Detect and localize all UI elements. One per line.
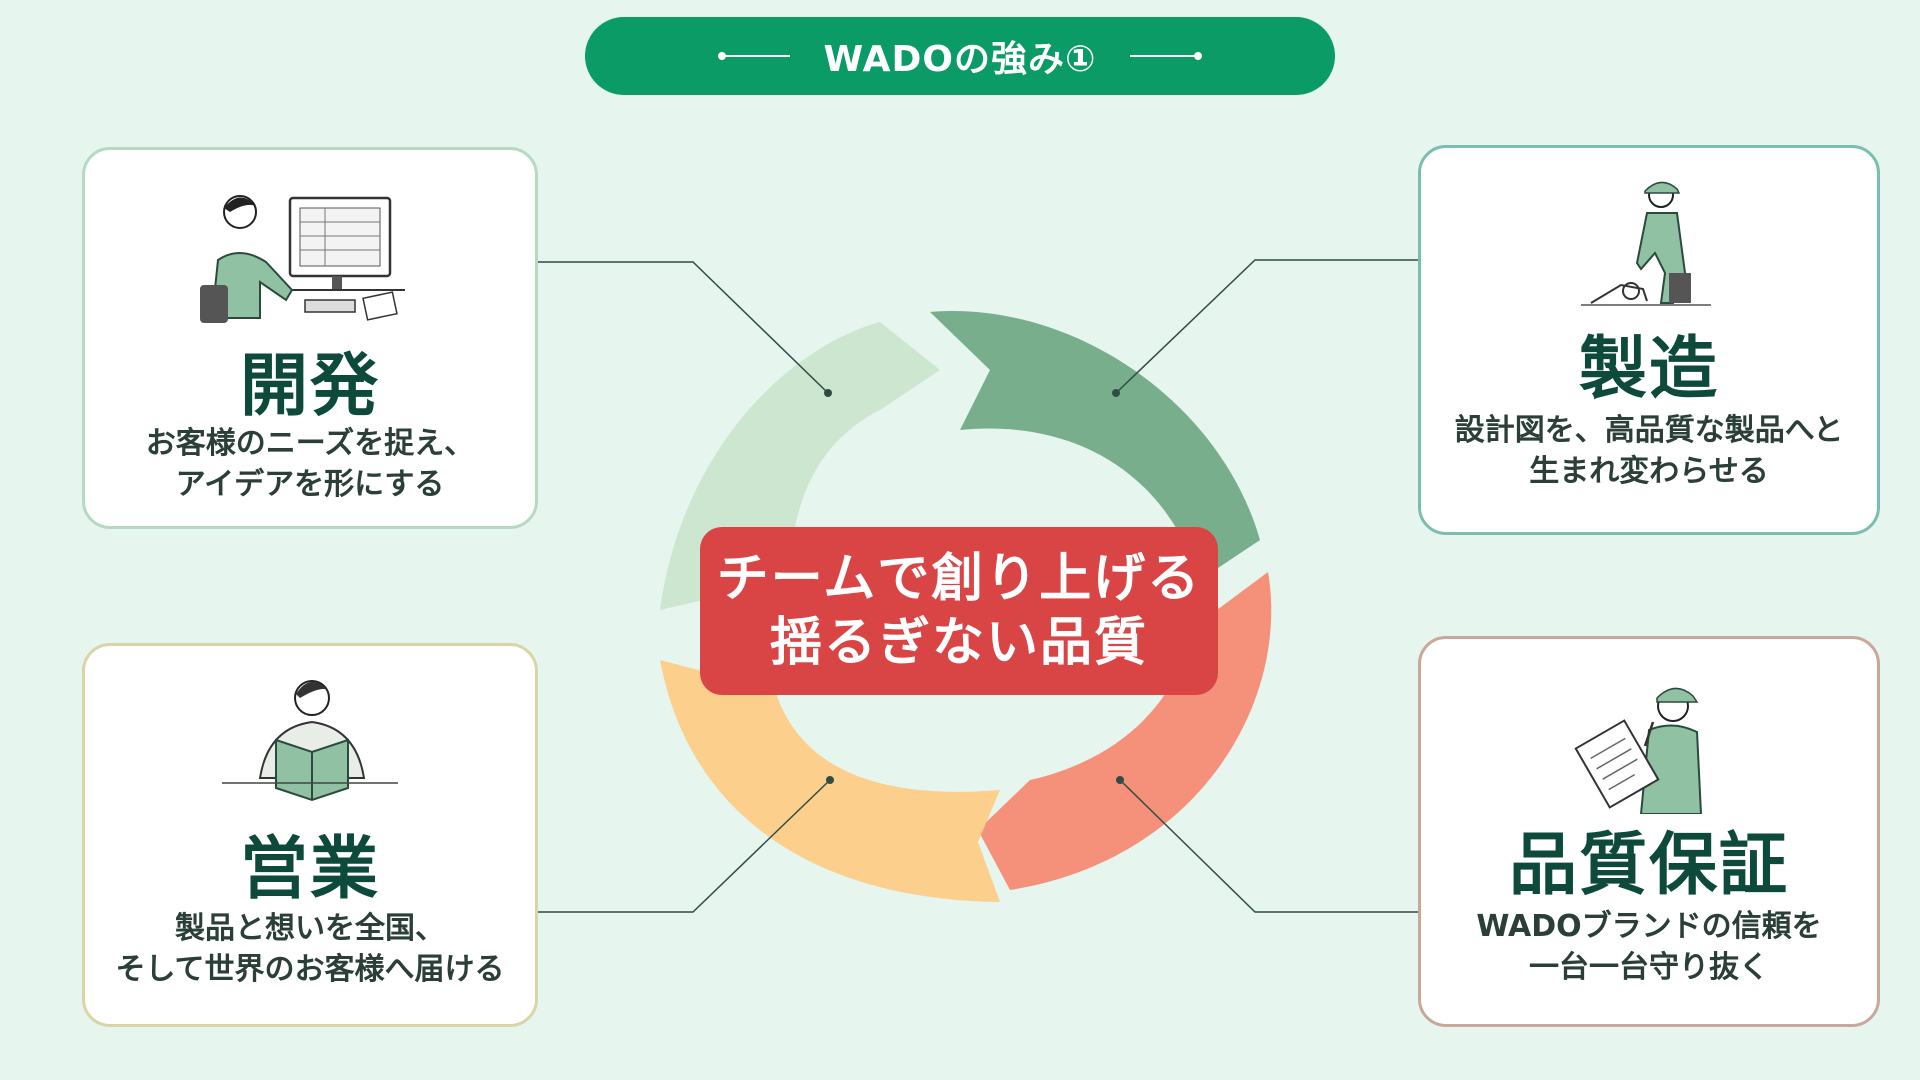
connector-development <box>490 261 829 394</box>
person-reading-book-icon <box>222 680 398 802</box>
card-desc-line: アイデアを形にする <box>175 467 445 502</box>
connector-manufacturing <box>1115 259 1456 394</box>
page-title: WADOの強み① <box>823 39 1097 80</box>
card-description: WADOブランドの信頼を 一台一台守り抜く <box>1421 906 1877 988</box>
decorative-line-icon <box>1130 52 1203 60</box>
card-desc-line: お客様のニーズを捉え、 <box>145 426 475 461</box>
connector-dot <box>1112 389 1120 397</box>
card-description: お客様のニーズを捉え、 アイデアを形にする <box>85 423 535 505</box>
person-at-computer-icon <box>200 195 405 323</box>
card-desc-line: 設計図を、高品質な製品へと <box>1454 413 1844 448</box>
card-description: 設計図を、高品質な製品へと 生まれ変わらせる <box>1421 410 1877 492</box>
header-banner: WADOの強み① <box>585 17 1335 95</box>
center-line-2: 揺るぎない品質 <box>769 613 1148 673</box>
card-development: 開発 お客様のニーズを捉え、 アイデアを形にする <box>82 147 538 529</box>
card-desc-line: 一台一台守り抜く <box>1529 950 1769 985</box>
card-desc-line: 製品と想いを全国、 <box>175 911 445 946</box>
card-sales: 営業 製品と想いを全国、 そして世界のお客様へ届ける <box>82 643 538 1027</box>
card-desc-line: 生まれ変わらせる <box>1529 454 1769 489</box>
connector-dot <box>826 776 834 784</box>
connector-sales <box>490 779 831 913</box>
card-title: 品質保証 <box>1508 826 1789 905</box>
connector-dot <box>824 389 832 397</box>
card-description: 製品と想いを全国、 そして世界のお客様へ届ける <box>85 908 535 990</box>
connector-dot <box>1116 776 1124 784</box>
decorative-line-icon <box>717 52 790 60</box>
center-line-1: チームで創り上げる <box>716 549 1202 609</box>
connector-quality <box>1119 779 1456 913</box>
center-label: チームで創り上げる 揺るぎない品質 <box>700 527 1218 695</box>
card-desc-line: WADOブランドの信頼を <box>1476 909 1822 944</box>
inspector-with-clipboard-icon <box>1574 687 1703 814</box>
worker-with-cart-icon <box>1581 181 1711 306</box>
card-desc-line: そして世界のお客様へ届ける <box>115 952 505 987</box>
card-title: 開発 <box>239 347 380 426</box>
card-manufacturing: 製造 設計図を、高品質な製品へと 生まれ変わらせる <box>1418 145 1880 535</box>
card-quality: 品質保証 WADOブランドの信頼を 一台一台守り抜く <box>1418 636 1880 1027</box>
arc-manufacturing <box>930 311 1260 580</box>
card-title: 営業 <box>239 830 380 909</box>
card-title: 製造 <box>1578 330 1719 409</box>
